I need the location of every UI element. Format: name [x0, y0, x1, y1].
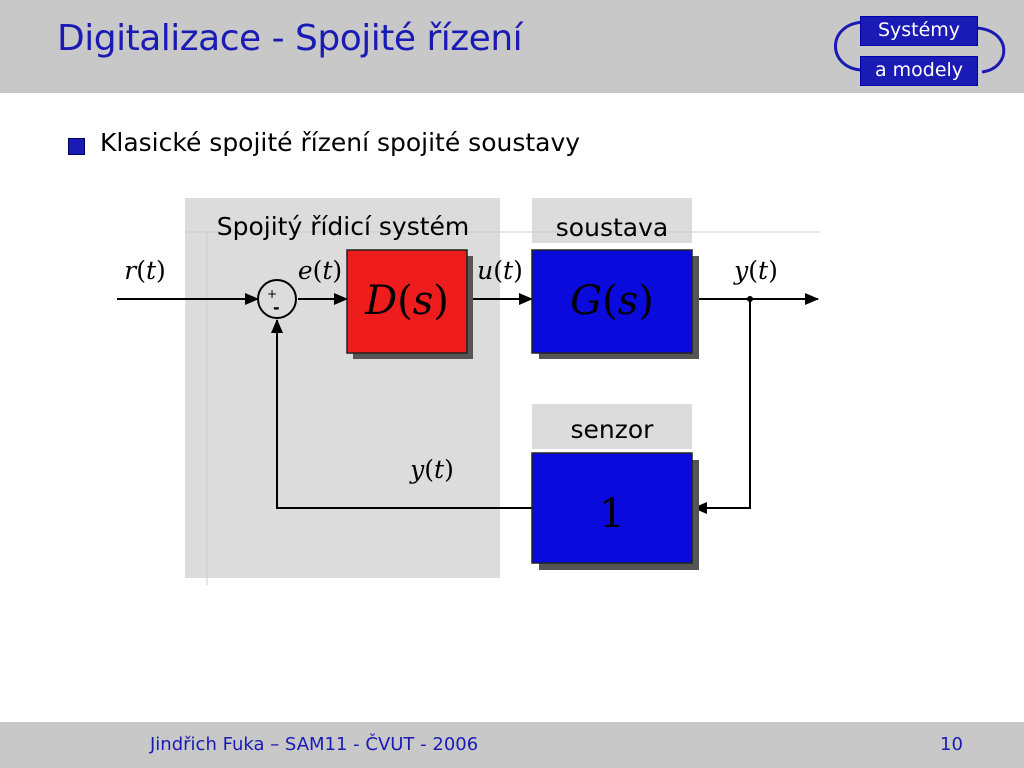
slide-header [0, 0, 1024, 93]
logo: Systémy a modely [826, 8, 1012, 90]
output-signal-label: y(t) [733, 256, 778, 285]
feedback-signal-label: y(t) [409, 455, 454, 484]
controller-system-label: Spojitý řídicí systém [217, 212, 470, 241]
svg-text:G(s): G(s) [570, 278, 654, 324]
plant-block-arg: s [618, 278, 639, 324]
slide-title: Digitalizace - Spojité řízení [57, 18, 523, 59]
feedback-signal-line [271, 319, 532, 509]
bullet-square-icon [68, 138, 85, 155]
sensor-block: 1 [531, 452, 699, 570]
sensor-label: senzor [571, 415, 655, 444]
branch-point [747, 296, 753, 302]
error-signal-label: e(t) [298, 256, 342, 285]
logo-top-label: Systémy [860, 16, 978, 46]
reference-signal-label: r(t) [124, 256, 166, 285]
summing-junction: + - [257, 279, 297, 319]
plant-label: soustava [556, 213, 668, 242]
plant-block: G(s) [531, 249, 699, 359]
svg-text:D(s): D(s) [364, 278, 449, 324]
bullet-text: Klasické spojité řízení spojité soustavy [100, 128, 581, 157]
controller-block-name: D [364, 278, 397, 324]
controller-block-arg: s [413, 278, 434, 324]
sensor-label-region [532, 404, 692, 449]
controller-block: D(s) [346, 249, 473, 359]
footer-text: Jindřich Fuka – SAM11 - ČVUT - 2006 [150, 734, 479, 755]
plant-block-name: G [570, 278, 602, 324]
logo-bottom-label: a modely [860, 56, 978, 86]
sensor-block-value: 1 [599, 491, 624, 537]
slide-footer: Jindřich Fuka – SAM11 - ČVUT - 2006 10 [0, 722, 1024, 768]
summing-plus-sign: + [267, 287, 277, 301]
control-signal-label: u(t) [477, 256, 523, 285]
output-to-sensor-line [693, 299, 751, 514]
page-number: 10 [940, 734, 963, 755]
plant-label-region [532, 198, 692, 243]
summing-minus-sign: - [273, 298, 280, 317]
